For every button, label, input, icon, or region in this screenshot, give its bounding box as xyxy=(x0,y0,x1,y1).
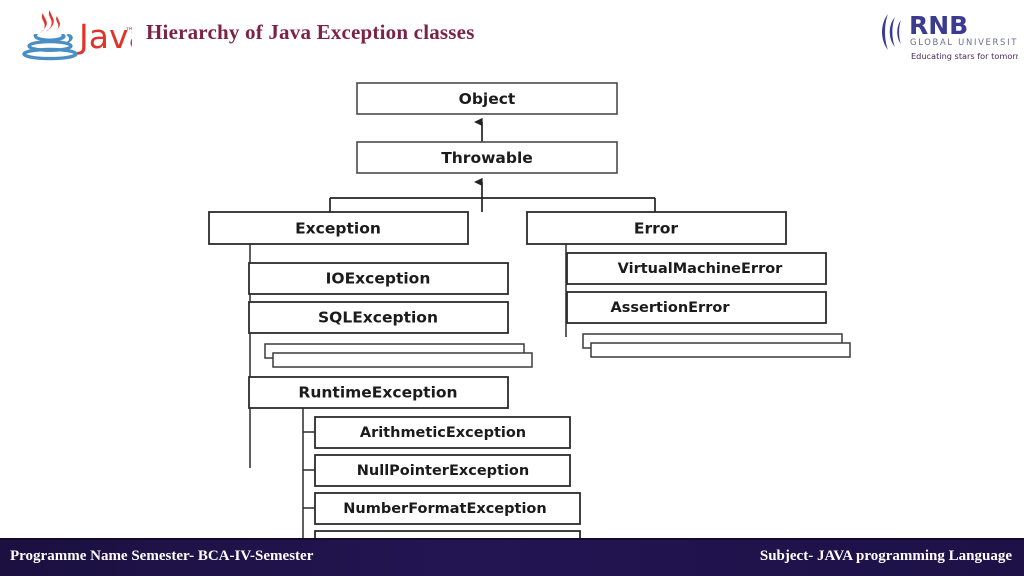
node-error-label: Error xyxy=(634,220,679,238)
node-numberformatexception: NumberFormatException xyxy=(314,492,581,525)
node-exception-label: Exception xyxy=(295,220,381,238)
rnb-tagline: Educating stars for tomorrow xyxy=(911,51,1018,61)
node-nullpointerexception: NullPointerException xyxy=(314,454,571,487)
node-assertionerror-label: AssertionError xyxy=(611,300,731,316)
page-title: Hierarchy of Java Exception classes xyxy=(146,20,475,44)
stack-placeholder-box-2 xyxy=(272,352,533,368)
node-ioexception-label: IOException xyxy=(326,270,431,288)
footer-programme-name: Programme Name Semester- BCA-IV-Semester xyxy=(10,548,314,564)
footer-subject-name: Subject- JAVA programming Language xyxy=(759,548,1012,564)
rnb-name: RNB xyxy=(909,11,968,40)
node-arithmeticexception: ArithmeticException xyxy=(314,416,571,449)
node-assertionerror: AssertionError xyxy=(566,291,827,324)
node-virtualmachineerror-label: VirtualMachineError xyxy=(618,261,784,277)
node-object: Object xyxy=(356,82,618,115)
slide-footer: Programme Name Semester- BCA-IV-Semester… xyxy=(0,538,1024,576)
node-ioexception: IOException xyxy=(248,262,509,295)
node-object-label: Object xyxy=(459,90,516,108)
node-runtimeexception-label: RuntimeException xyxy=(298,384,457,402)
node-throwable: Throwable xyxy=(356,141,618,174)
node-error: Error xyxy=(526,211,787,245)
node-arithmeticexception-label: ArithmeticException xyxy=(360,425,526,441)
node-sqlexception-label: SQLException xyxy=(318,309,438,327)
exception-hierarchy-diagram: Object Throwable Exception Error IOExcep… xyxy=(0,72,1024,546)
node-runtimeexception: RuntimeException xyxy=(248,376,509,409)
node-virtualmachineerror: VirtualMachineError xyxy=(566,252,827,285)
java-cup-icon xyxy=(22,34,78,61)
java-steam-icon xyxy=(40,10,60,33)
slide-header: Java ™ Hierarchy of Java Exception class… xyxy=(0,0,1024,72)
node-exception: Exception xyxy=(208,211,469,245)
java-trademark: ™ xyxy=(125,27,132,37)
java-wordmark: Java xyxy=(77,17,132,56)
node-sqlexception: SQLException xyxy=(248,301,509,334)
node-numberformatexception-label: NumberFormatException xyxy=(343,501,546,517)
rnb-swoosh-icon xyxy=(882,14,901,50)
rnb-subtitle: GLOBAL UNIVERSITY xyxy=(910,37,1018,47)
node-nullpointerexception-label: NullPointerException xyxy=(357,463,529,479)
rnb-university-logo: RNB GLOBAL UNIVERSITY Educating stars fo… xyxy=(878,4,1024,66)
stack-placeholder-box-4 xyxy=(590,342,851,358)
java-logo: Java ™ xyxy=(6,4,149,62)
node-throwable-label: Throwable xyxy=(441,149,533,167)
